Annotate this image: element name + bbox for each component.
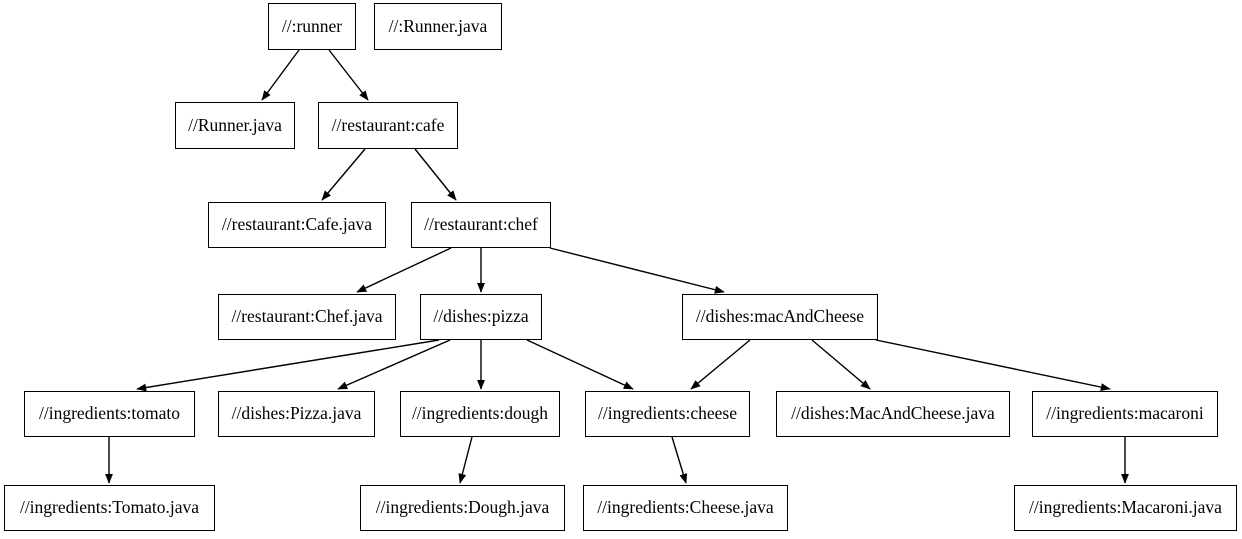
graph-node-label: //restaurant:Chef.java	[231, 306, 383, 327]
graph-node-runner[interactable]: //:runner	[268, 3, 356, 50]
graph-node-label: //dishes:pizza	[433, 306, 529, 327]
graph-node-label: //restaurant:chef	[424, 214, 538, 235]
graph-node-dishes-macandcheese[interactable]: //dishes:macAndCheese	[682, 294, 878, 340]
graph-node-ing-tomato-java[interactable]: //ingredients:Tomato.java	[4, 485, 215, 531]
graph-node-label: //Runner.java	[188, 114, 282, 135]
graph-node-label: //restaurant:cafe	[331, 114, 445, 135]
graph-node-ing-tomato[interactable]: //ingredients:tomato	[24, 391, 195, 437]
graph-node-label: //:runner	[281, 15, 343, 36]
graph-node-label: //dishes:Pizza.java	[231, 403, 362, 424]
graph-node-restaurant-chef-java[interactable]: //restaurant:Chef.java	[218, 294, 396, 340]
graph-node-label: //ingredients:tomato	[39, 403, 180, 424]
graph-node-runner-java[interactable]: //Runner.java	[175, 102, 295, 149]
graph-node-label: //ingredients:Dough.java	[375, 497, 550, 518]
graph-node-label: //ingredients:dough	[411, 403, 549, 424]
graph-node-label: //:Runner.java	[388, 15, 488, 36]
graph-node-dishes-pizza-java[interactable]: //dishes:Pizza.java	[218, 391, 375, 437]
graph-node-dishes-macandcheese-java[interactable]: //dishes:MacAndCheese.java	[776, 391, 1010, 437]
graph-node-ing-cheese-java[interactable]: //ingredients:Cheese.java	[583, 485, 788, 531]
graph-node-ing-dough-java[interactable]: //ingredients:Dough.java	[360, 485, 565, 531]
graph-node-ing-macaroni[interactable]: //ingredients:macaroni	[1032, 391, 1218, 437]
graph-node-label: //ingredients:Macaroni.java	[1029, 497, 1222, 518]
graph-node-dishes-pizza[interactable]: //dishes:pizza	[420, 294, 542, 340]
graph-node-restaurant-cafe-java[interactable]: //restaurant:Cafe.java	[208, 202, 386, 248]
graph-node-label: //dishes:macAndCheese	[695, 306, 865, 327]
graph-node-ing-macaroni-java[interactable]: //ingredients:Macaroni.java	[1014, 485, 1237, 531]
graph-node-label: //ingredients:Cheese.java	[597, 497, 774, 518]
graph-node-label: //ingredients:cheese	[598, 403, 737, 424]
graph-node-label: //dishes:MacAndCheese.java	[791, 403, 995, 424]
graph-node-ing-cheese[interactable]: //ingredients:cheese	[585, 391, 750, 437]
graph-node-label: //restaurant:Cafe.java	[221, 214, 373, 235]
graph-node-ing-dough[interactable]: //ingredients:dough	[400, 391, 560, 437]
graph-node-restaurant-cafe[interactable]: //restaurant:cafe	[318, 102, 458, 149]
graph-node-restaurant-chef[interactable]: //restaurant:chef	[411, 202, 551, 248]
graph-node-label: //ingredients:macaroni	[1046, 403, 1204, 424]
graph-node-label: //ingredients:Tomato.java	[19, 497, 200, 518]
graph-node-root-runner-java[interactable]: //:Runner.java	[374, 3, 502, 50]
